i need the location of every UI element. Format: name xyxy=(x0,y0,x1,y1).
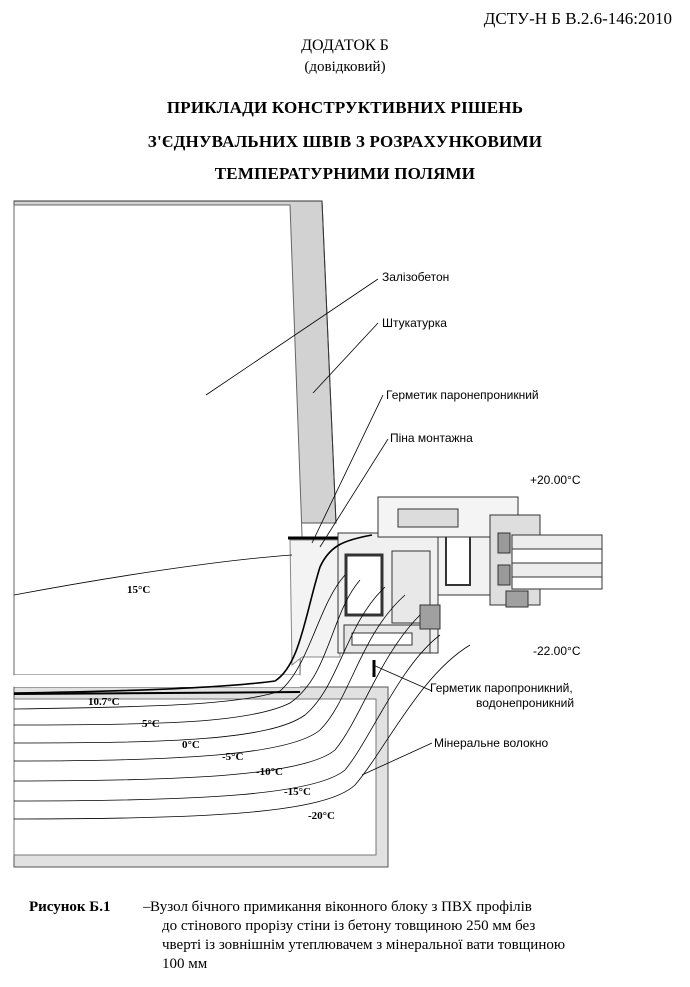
isotherm-label-10-7: 10.7°C xyxy=(88,696,120,708)
isotherm-label-15: 15°C xyxy=(127,584,150,596)
isotherm-label-5: 5°C xyxy=(142,718,160,730)
section-title-line-2: З'ЄДНУВАЛЬНИХ ШВІВ З РОЗРАХУНКОВИМИ xyxy=(147,132,543,151)
isotherm-label-m20: -20°C xyxy=(308,810,335,822)
label-vapor-perm-sealant-1: Герметик паропроникний, xyxy=(430,681,573,695)
label-vapor-sealant: Герметик паронепроникний xyxy=(386,388,539,402)
temp-inside: +20.00°C xyxy=(530,473,581,487)
room-interior xyxy=(13,204,303,676)
caption-line-1: Вузол бічного примикання віконного блоку… xyxy=(150,899,532,915)
temperature-field-figure: Залізобетон Штукатурка Герметик паронепр… xyxy=(13,200,603,868)
caption-label: Рисунок Б.1 xyxy=(29,899,111,915)
glazing-unit xyxy=(511,534,603,590)
caption-text: Вузол бічного примикання віконного блоку… xyxy=(150,898,670,974)
caption-dash: – xyxy=(143,899,151,915)
isotherm-label-0: 0°C xyxy=(182,739,200,751)
label-foam: Піна монтажна xyxy=(390,431,473,445)
isotherm-label-m5: -5°C xyxy=(222,751,244,763)
temp-outside: -22.00°C xyxy=(533,644,581,658)
caption-line-3: чверті із зовнішнім утеплювачем з мінера… xyxy=(162,937,566,953)
leader-lines xyxy=(205,278,433,776)
label-mineral-fiber: Мінеральне волокно xyxy=(434,736,549,750)
isotherm-label-m10: -10°C xyxy=(256,766,283,778)
section-title-line-3: ТЕМПЕРАТУРНИМИ ПОЛЯМИ xyxy=(214,164,476,183)
annex-subtitle: (довідковий) xyxy=(304,59,386,75)
caption-line-4: 100 мм xyxy=(162,956,208,972)
label-vapor-perm-sealant-2: водонепроникний xyxy=(476,696,574,710)
standard-code: ДСТУ-Н Б В.2.6-146:2010 xyxy=(483,9,672,28)
window-frame xyxy=(337,496,541,654)
section-title-line-1: ПРИКЛАДИ КОНСТРУКТИВНИХ РІШЕНЬ xyxy=(166,98,524,117)
label-concrete: Залізобетон xyxy=(382,270,449,284)
annex-title: ДОДАТОК Б xyxy=(301,37,389,54)
caption-line-2: до стінового прорізу стіни із бетону тов… xyxy=(162,918,536,934)
isotherm-label-m15: -15°C xyxy=(284,786,311,798)
label-plaster: Штукатурка xyxy=(382,316,447,330)
